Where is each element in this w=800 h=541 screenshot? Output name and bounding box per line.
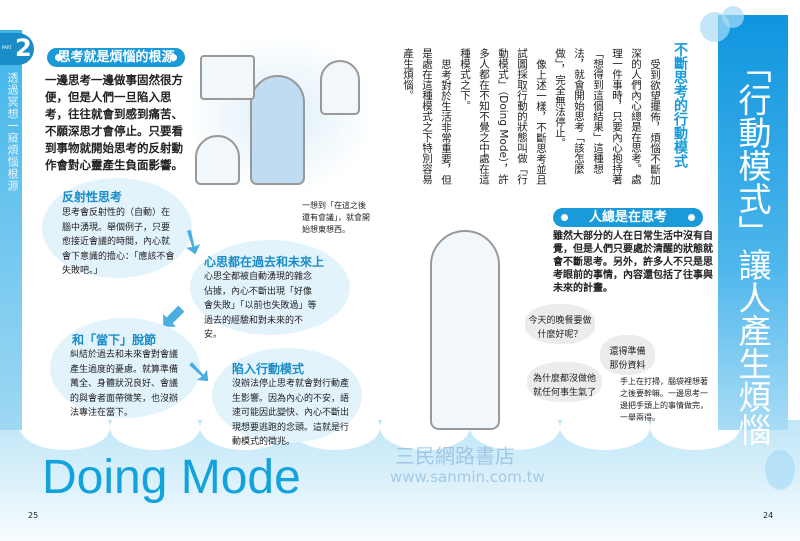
boss-figure bbox=[320, 60, 360, 115]
watermark-name: 三民網路書店 bbox=[395, 444, 515, 468]
chapter-strip bbox=[0, 30, 22, 430]
worried-man-illustration bbox=[190, 40, 370, 190]
thought-bubble: 還得準備那份資料 bbox=[600, 335, 655, 375]
intro-text: 一邊思考一邊做事固然很方便，但是人們一旦陷入思考，往往就會到感到痛苦、不願深思才… bbox=[45, 73, 183, 172]
bubble-text: 沒辦法停止思考就會對行動產生影響。因為內心的不安，語速可能因此變快、內心不斷出現… bbox=[232, 379, 350, 447]
bubble-doing-mode bbox=[212, 348, 362, 443]
bubble-title: 陷入行動模式 bbox=[232, 362, 305, 376]
bubble-disconnected bbox=[50, 318, 200, 418]
bubble-past-future bbox=[190, 240, 350, 335]
section-title: 思考就是煩惱的根源 bbox=[47, 48, 185, 67]
part-number: 2 bbox=[15, 34, 32, 62]
paragraph: 像上述一樣，不斷思考並且試圖採取行動的狀態叫做「行動模式」（Doing Mode… bbox=[459, 48, 547, 185]
man-figure bbox=[250, 75, 305, 185]
bubble-text: 心思全都被自動湧現的雜念佔據，內心不斷出現「好像會失敗」「以前也失敗過」等過去的… bbox=[204, 272, 317, 340]
watermark-url: www.sanmin.com.tw bbox=[390, 468, 545, 486]
illustration-caption: 手上在打掃，腦袋裡想著之後要幹嘛。一邊思考一邊把手頭上的事情做完，一舉兩得。 bbox=[620, 377, 708, 422]
column-heading: 不斷思考的行動模式 bbox=[672, 42, 688, 168]
bubble-title: 心思都在過去和未來上 bbox=[204, 255, 325, 269]
page-number: 25 bbox=[28, 511, 39, 520]
meeting-scene bbox=[200, 55, 255, 100]
colleague-figure bbox=[195, 135, 240, 185]
chapter-title: 透過冥想一窺煩惱根源 bbox=[6, 72, 19, 192]
paragraph: 思考對於生活非常重要，但是處在這種模式之下特別容易產生煩惱。 bbox=[402, 48, 452, 185]
bubble-title: 和「當下」脫節 bbox=[72, 333, 157, 347]
illustration-caption: 一想到「在這之後還有會議」，就會開始想東想西。 bbox=[302, 201, 370, 234]
paragraph: 受到欲望擺佈，煩惱不斷加深的人們內心總是在思考。處理一件事時，只要內心抱持著「想… bbox=[554, 48, 661, 185]
chapter-heading: 「行動模式」讓人產生煩惱 bbox=[733, 50, 772, 446]
thought-bubble: 為什麼都沒做他就任何事生氣了 bbox=[527, 362, 602, 402]
page-number: 24 bbox=[763, 511, 774, 520]
circle-decoration bbox=[722, 6, 744, 28]
circle-decoration bbox=[765, 450, 795, 490]
bubble-text: 思考會反射性的（自動）在腦中湧現。舉個例子，只要愈接近會議的時間，內心就會下意識… bbox=[62, 208, 175, 276]
bubble-reflexive-thinking bbox=[42, 178, 192, 278]
section-title: 人總是在思考 bbox=[553, 208, 703, 227]
arrow-icon: ➘ bbox=[185, 352, 214, 392]
part-label: PART bbox=[2, 45, 12, 50]
doing-mode-title: Doing Mode bbox=[42, 451, 301, 504]
chapter-title-bar bbox=[718, 15, 788, 430]
cloud-decoration bbox=[560, 405, 650, 450]
thought-bubble: 今天的晚餐要做什麼好呢？ bbox=[525, 304, 595, 344]
bubble-title: 反射性思考 bbox=[62, 190, 123, 204]
intro-text: 雖然大部分的人在日常生活中沒有自覺，但是人們只要處於清醒的狀態就會不斷思考。另外… bbox=[553, 231, 713, 294]
body-text-vertical: 受到欲望擺佈，煩惱不斷加深的人們內心總是在思考。處理一件事時，只要內心抱持著「想… bbox=[402, 48, 664, 188]
woman-vacuuming-illustration bbox=[430, 230, 500, 430]
bubble-text: 糾結於過去和未來會對會議產生過度的憂慮。就算準備萬全、身體狀況良好、會議的與會者… bbox=[70, 350, 179, 418]
part-badge: PART 2 bbox=[0, 33, 34, 65]
